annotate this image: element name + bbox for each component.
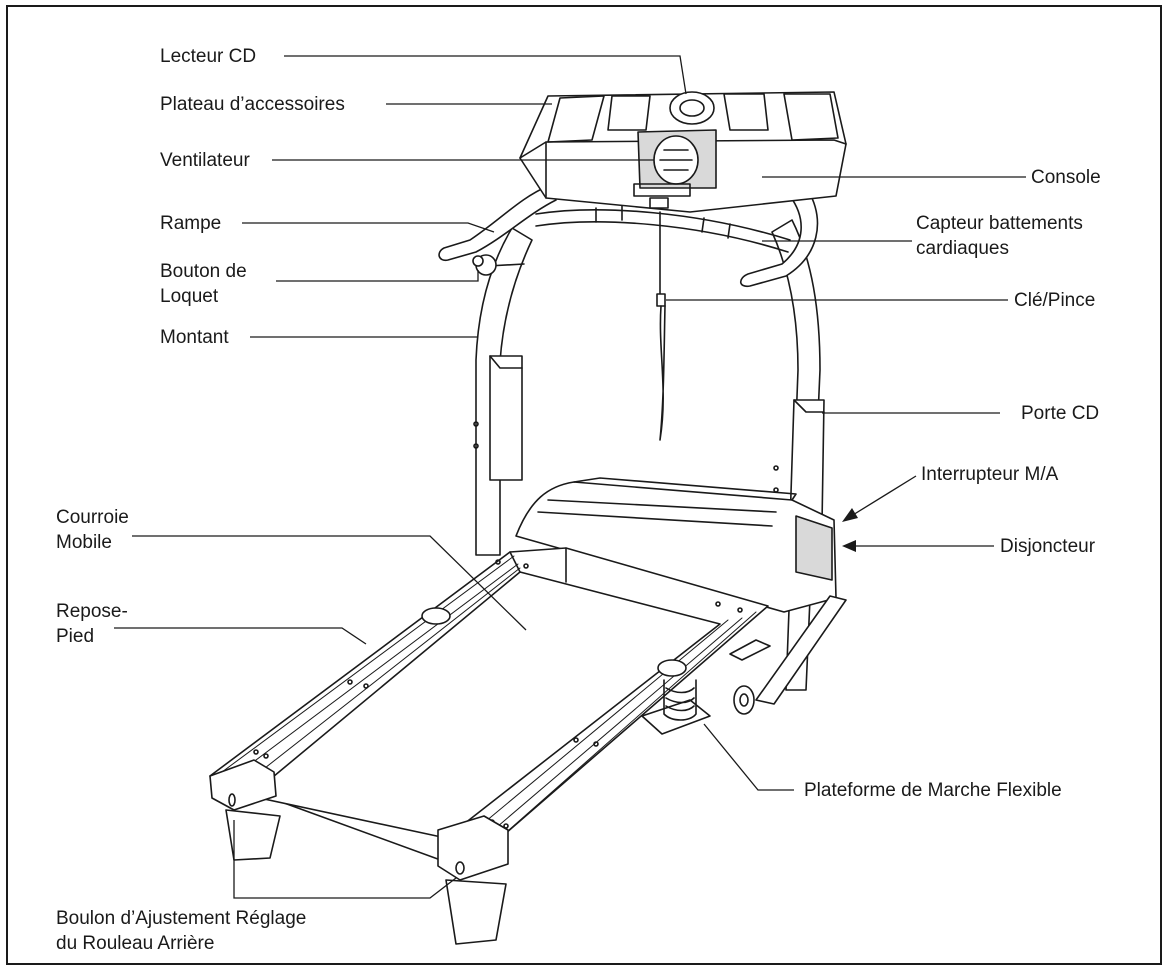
label-disjoncteur: Disjoncteur <box>1000 536 1096 557</box>
safety-key-cord <box>656 211 666 441</box>
base-frame <box>729 595 847 715</box>
label-boulon-line1: Boulon d’Ajustement Réglage <box>56 908 307 929</box>
label-porte-cd: Porte CD <box>1021 403 1100 424</box>
right-handrail <box>739 189 819 288</box>
pulse-sensor-bar <box>535 205 791 253</box>
label-rampe: Rampe <box>160 213 222 234</box>
label-capteur-line2: cardiaques <box>916 238 1009 259</box>
leader-rampe <box>242 222 495 233</box>
left-upright <box>473 227 533 556</box>
label-capteur-line1: Capteur battements <box>916 213 1083 234</box>
label-lecteur-cd: Lecteur CD <box>160 46 257 67</box>
label-bouton-line2: Loquet <box>160 286 219 307</box>
label-courroie-line2: Mobile <box>56 532 112 553</box>
left-end-cap <box>209 759 281 861</box>
deck-hardware <box>253 559 743 829</box>
arrowhead-disjoncteur <box>842 540 856 552</box>
console-body <box>519 91 847 213</box>
label-boulon-line2: du Rouleau Arrière <box>56 933 215 954</box>
label-console: Console <box>1031 167 1101 188</box>
flex-platform-cushion <box>641 679 711 735</box>
label-plateau: Plateau d’accessoires <box>160 94 345 115</box>
left-handrail <box>438 185 557 262</box>
motor-hood <box>515 477 837 613</box>
label-plateforme: Plateforme de Marche Flexible <box>804 780 1062 801</box>
leader-bouton <box>276 270 479 282</box>
label-interrupteur: Interrupteur M/A <box>921 464 1059 485</box>
label-repose-line2: Pied <box>56 626 95 647</box>
leader-lines <box>114 55 1026 899</box>
leader-interrupteur <box>847 475 917 519</box>
label-repose-line1: Repose- <box>56 601 128 622</box>
label-ventilateur: Ventilateur <box>160 150 250 171</box>
arrowhead-interrupteur <box>842 508 858 522</box>
label-bouton-line1: Bouton de <box>160 261 247 282</box>
leader-repose-pied <box>114 627 367 645</box>
leader-arrowheads <box>842 508 858 552</box>
leader-lecteur-cd <box>284 55 687 95</box>
treadmill-deck <box>209 547 769 863</box>
leader-courroie <box>132 535 527 631</box>
leader-boulon <box>233 820 457 899</box>
label-cle: Clé/Pince <box>1014 290 1096 311</box>
label-montant: Montant <box>160 327 229 348</box>
latch-knob <box>472 254 525 276</box>
right-end-cap <box>437 815 509 945</box>
left-foot-rail-ribs <box>221 555 521 787</box>
label-courroie-line1: Courroie <box>56 507 129 528</box>
leader-plateforme <box>703 723 794 791</box>
right-foot-rail-ribs <box>455 611 757 853</box>
